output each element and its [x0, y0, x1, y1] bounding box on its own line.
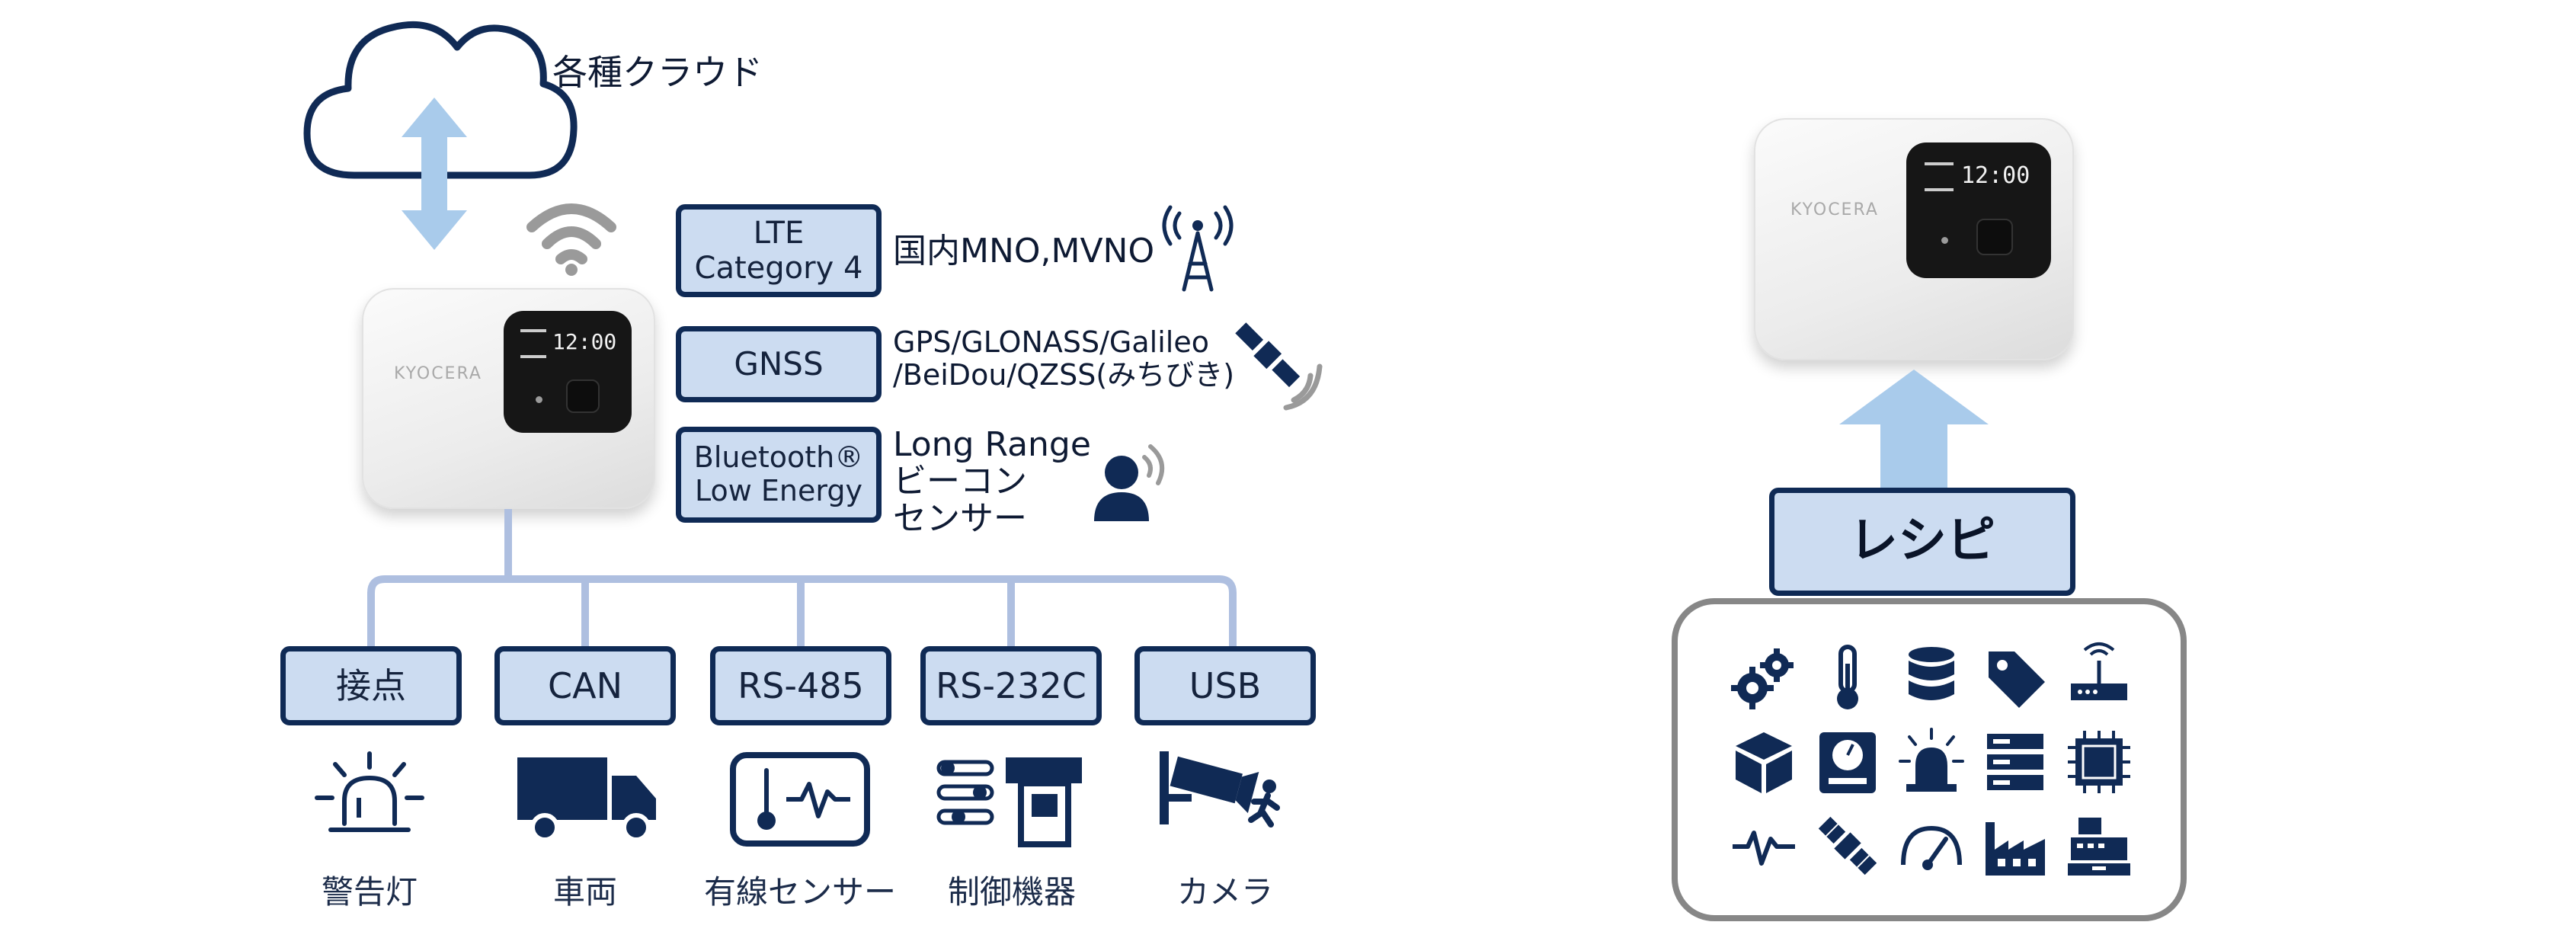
- wifi-icon: [526, 203, 616, 276]
- waveform-icon: [1733, 831, 1795, 866]
- cell-tower-icon: [1162, 205, 1234, 292]
- device-led: [1941, 237, 1948, 244]
- cash-register-icon: [2068, 818, 2130, 876]
- warning-light-icon: [1899, 728, 1964, 792]
- cloud-label: 各種クラウド: [552, 52, 763, 93]
- satellite-icon: [1235, 322, 1323, 411]
- interface-caption: カメラ: [1176, 873, 1273, 911]
- brand-logo: KYOCERA: [1790, 200, 1879, 219]
- gnss-box: GNSS: [676, 326, 882, 402]
- gnss-desc: GPS/GLONASS/Galileo /BeiDou/QZSS(みちびき): [893, 325, 1235, 392]
- control-equipment-icon: [936, 757, 1082, 847]
- server-icon: [1987, 734, 2043, 790]
- lte-box-label: LTE Category 4: [694, 216, 863, 286]
- device-button: [566, 379, 600, 413]
- truck-icon: [517, 757, 656, 842]
- connection-lines: [367, 509, 1237, 646]
- ble-box-label: Bluetooth® Low Energy: [693, 440, 864, 507]
- warning-light-icon: [315, 751, 424, 832]
- ble-box: Bluetooth® Low Energy: [676, 427, 882, 523]
- database-icon: [1909, 647, 1954, 700]
- device-screen: 12:00: [1906, 142, 2051, 278]
- chip-icon: [2068, 731, 2130, 793]
- brand-logo: KYOCERA: [394, 364, 482, 383]
- lte-desc: 国内MNO,MVNO: [893, 232, 1155, 271]
- interface-label: CAN: [548, 664, 622, 706]
- device-image-right: KYOCERA 12:00: [1754, 118, 2074, 360]
- interface-rs232c-box: RS-232C: [920, 646, 1102, 725]
- lte-box: LTE Category 4: [676, 204, 882, 297]
- interface-usb-box: USB: [1134, 646, 1316, 725]
- status-icons: [1925, 162, 1954, 191]
- router-icon: [2071, 642, 2127, 700]
- interface-caption: 警告灯: [321, 873, 418, 911]
- camera-icon: [1160, 751, 1280, 828]
- up-arrow-icon: [1839, 370, 1989, 488]
- wired-sensor-icon: [730, 752, 870, 847]
- device-button: [1976, 219, 2013, 255]
- gnss-box-label: GNSS: [734, 344, 824, 383]
- gears-icon: [1731, 648, 1794, 709]
- thermometer-icon: [1837, 645, 1858, 709]
- device-screen: 12:00: [504, 311, 632, 433]
- tag-icon: [1989, 651, 2045, 708]
- ble-desc: Long Range ビーコン センサー: [893, 425, 1091, 538]
- device-time: 12:00: [1961, 162, 2030, 189]
- interface-contact-box: 接点: [280, 646, 462, 725]
- interface-caption: 車両: [552, 873, 617, 911]
- interface-caption: 有線センサー: [703, 873, 896, 911]
- status-icons: [520, 329, 546, 358]
- interface-label: RS-485: [738, 664, 864, 706]
- recipe-label: レシピ: [1849, 513, 1995, 570]
- recipe-box: レシピ: [1769, 488, 2075, 596]
- interface-label: RS-232C: [936, 664, 1086, 706]
- device-image: KYOCERA 12:00: [362, 288, 655, 509]
- satellite-icon: [1818, 816, 1877, 876]
- scale-icon: [1819, 732, 1876, 793]
- interface-caption: 制御機器: [947, 873, 1076, 911]
- up-down-arrow-icon: [402, 98, 467, 250]
- interface-can-box: CAN: [494, 646, 676, 725]
- interface-rs485-box: RS-485: [710, 646, 891, 725]
- person-signal-icon: [1094, 444, 1165, 521]
- factory-icon: [1986, 822, 2045, 876]
- box-icon: [1736, 732, 1792, 793]
- interface-label: 接点: [336, 664, 406, 706]
- gauge-icon: [1901, 825, 1962, 870]
- device-time: 12:00: [552, 329, 617, 354]
- cloud-icon: [303, 21, 578, 179]
- interface-label: USB: [1189, 664, 1262, 706]
- device-led: [536, 396, 542, 403]
